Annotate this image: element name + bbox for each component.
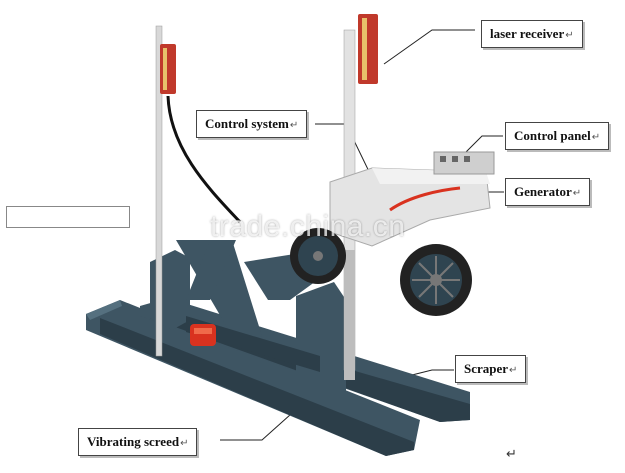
- label-vibrating-screed-text: Vibrating screed: [87, 434, 180, 449]
- control-panel-unit: [433, 151, 495, 175]
- label-control-system: Control system↵: [196, 110, 308, 138]
- leader-lines: [220, 29, 504, 441]
- label-control-panel-text: Control panel: [514, 128, 591, 143]
- label-control-panel: Control panel↵: [505, 122, 610, 150]
- vibrating-motor: [190, 324, 216, 346]
- return-glyph: ↵: [565, 30, 574, 41]
- laser-receiver-left: [160, 44, 176, 94]
- return-glyph-corner: ↵: [506, 446, 517, 461]
- label-laser-receiver: laser receiver↵: [481, 20, 583, 48]
- return-glyph: ↵: [509, 365, 518, 376]
- label-vibrating-screed: Vibrating screed↵: [78, 428, 198, 456]
- wheel-rear: [290, 228, 346, 284]
- label-scraper: Scraper↵: [455, 355, 527, 383]
- label-laser-receiver-text: laser receiver: [490, 26, 565, 41]
- vibrating-screed-beam: [86, 300, 420, 456]
- wheel-front: [400, 244, 472, 316]
- label-scraper-text: Scraper: [464, 361, 509, 376]
- return-glyph: ↵: [180, 438, 189, 449]
- label-control-system-text: Control system: [205, 116, 289, 131]
- leader-laser-receiver: [383, 29, 475, 65]
- return-glyph: ↵: [591, 132, 601, 143]
- frame: [150, 240, 346, 392]
- label-generator: Generator↵: [505, 178, 591, 206]
- leader-vibrating-screed: [220, 405, 301, 441]
- empty-label-box: [6, 206, 130, 228]
- laser-receiver-right: [358, 14, 378, 84]
- watermark-text: trade.china.cn: [210, 210, 406, 243]
- return-glyph: ↵: [289, 120, 299, 131]
- label-generator-text: Generator: [514, 184, 572, 199]
- return-glyph: ↵: [572, 188, 582, 199]
- leader-control-panel: [464, 135, 503, 154]
- leader-scraper: [407, 369, 454, 377]
- cable: [166, 95, 242, 224]
